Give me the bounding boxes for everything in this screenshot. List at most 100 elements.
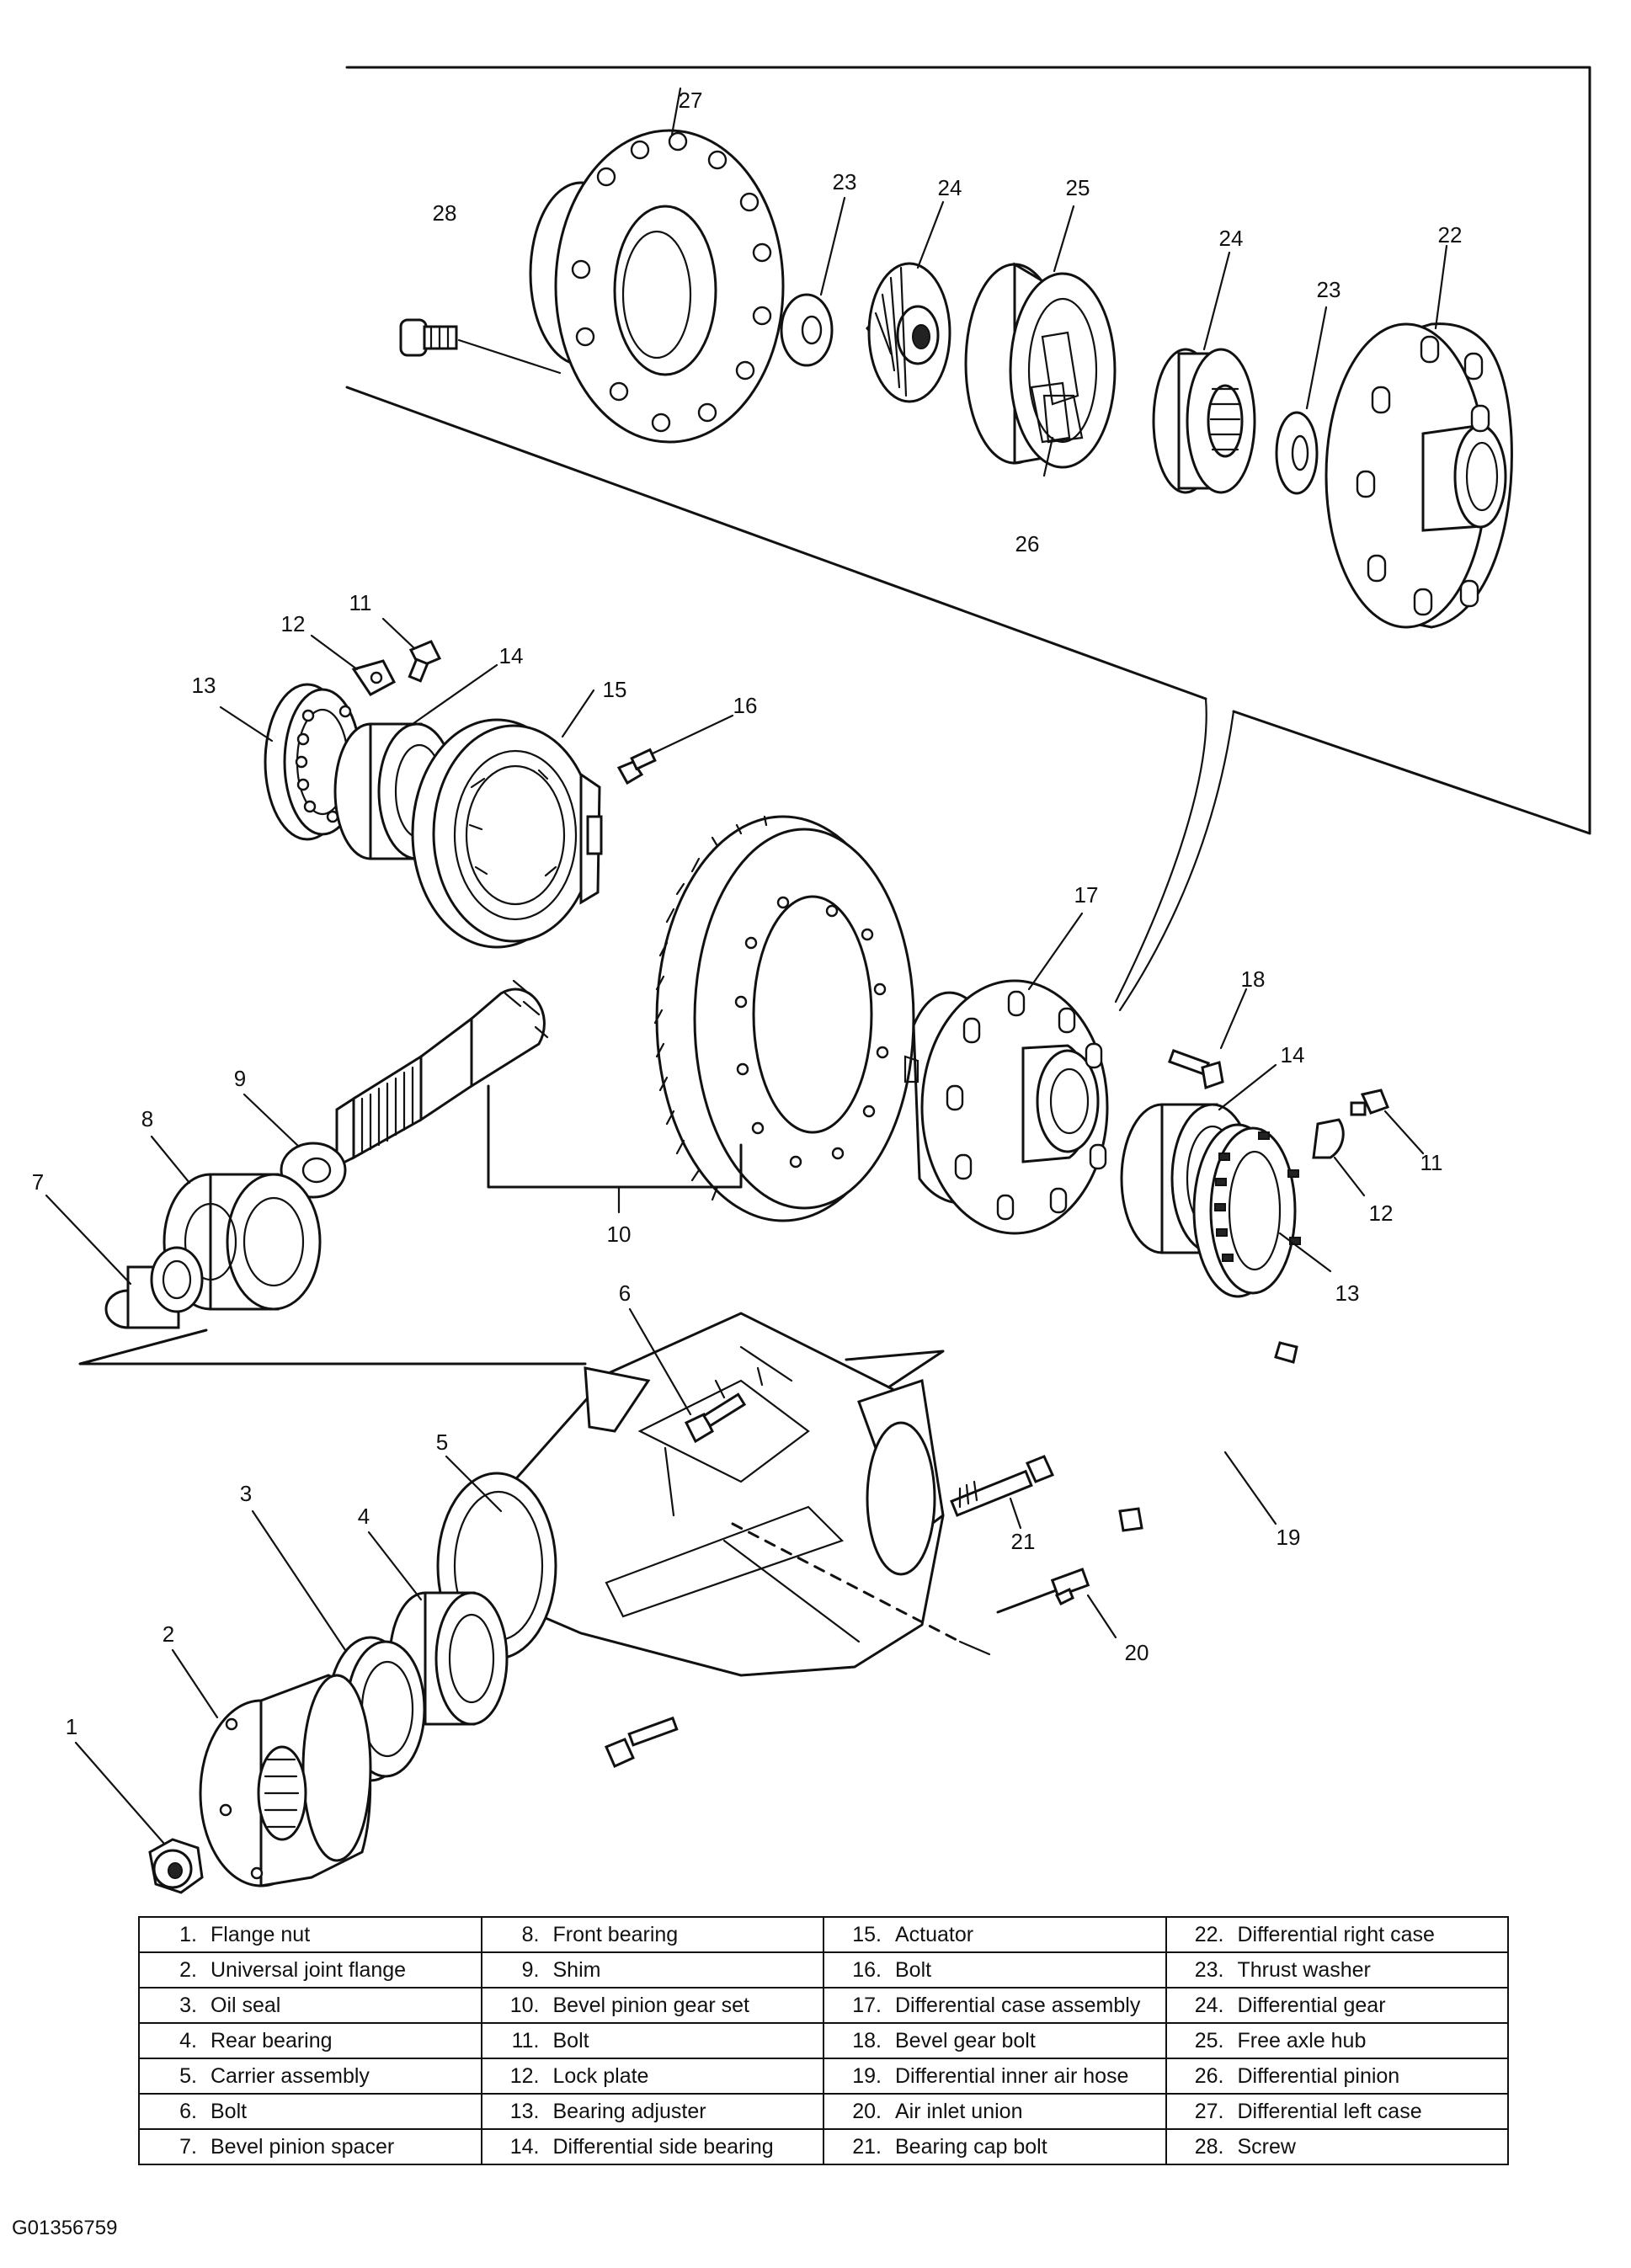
part-6-bolt-upper: [628, 1307, 747, 1444]
legend-cell: 11.Bolt: [480, 2022, 824, 2059]
part-2-uj-flange: [171, 1648, 372, 1887]
callout-11-left: 11: [349, 590, 372, 615]
legend-number: 7.: [179, 2134, 197, 2159]
legend-cell: 15.Actuator: [823, 1916, 1167, 1953]
part-22-right-case: [1325, 244, 1513, 629]
legend-cell: 24.Differential gear: [1165, 1987, 1509, 2024]
legend-number: 13.: [509, 2099, 540, 2123]
legend-number: 9.: [521, 1957, 540, 1982]
legend-cell: 1. Flange nut: [138, 1916, 482, 1953]
legend-label: Free axle hub: [1237, 2028, 1367, 2052]
callout-28: 28: [433, 200, 457, 226]
legend-cell: 16.Bolt: [823, 1951, 1167, 1988]
figure-id: G01356759: [12, 2217, 118, 2239]
legend-label: Differential right case: [1237, 1922, 1435, 1946]
part-7-pinion-spacer: [45, 1194, 204, 1329]
part-23-thrust-washer-right: [1275, 306, 1328, 495]
callout-18: 18: [1241, 966, 1266, 992]
legend-number: 15.: [852, 1922, 882, 1946]
legend-cell: 8.Front bearing: [480, 1916, 824, 1953]
legend-number: 5.: [179, 2063, 197, 2088]
legend-number: 14.: [509, 2134, 540, 2159]
callout-27: 27: [679, 88, 703, 113]
legend-cell: 22.Differential right case: [1165, 1916, 1509, 1953]
legend-label: Thrust washer: [1237, 1957, 1371, 1982]
legend-label: Differential side bearing: [552, 2134, 774, 2159]
legend-number: 25.: [1194, 2028, 1224, 2052]
part-12-lock-plate-left: [310, 634, 397, 696]
part-24-diff-gear-right: [1152, 251, 1256, 494]
part-24-diff-gear-left: [866, 200, 951, 403]
legend-cell: 12.Lock plate: [480, 2058, 824, 2095]
legend-label: Bearing adjuster: [552, 2099, 706, 2123]
legend-label: Carrier assembly: [211, 2063, 370, 2088]
callout-9: 9: [234, 1066, 246, 1091]
legend-cell: 3.Oil seal: [138, 1987, 482, 2024]
part-28-screw: [399, 318, 562, 375]
legend-label: Differential left case: [1237, 2099, 1422, 2123]
legend-label: Flange nut: [211, 1922, 311, 1946]
legend-cell: 23. Thrust washer: [1165, 1951, 1509, 1988]
part-11-bolt-right: [1350, 1089, 1425, 1155]
part-1-flange-nut: [74, 1741, 204, 1894]
callout-7: 7: [32, 1169, 44, 1195]
legend-cell: 9. Shim: [480, 1951, 824, 1988]
callout-8: 8: [141, 1106, 153, 1131]
callout-10: 10: [607, 1222, 632, 1247]
callout-14-left: 14: [499, 643, 524, 668]
legend-number: 28.: [1194, 2134, 1224, 2159]
callout-13-right: 13: [1335, 1280, 1360, 1306]
callout-6: 6: [619, 1280, 631, 1306]
legend-number: 20.: [852, 2099, 882, 2123]
legend-label: Bearing cap bolt: [895, 2134, 1047, 2159]
legend-cell: 13. Bearing adjuster: [480, 2093, 824, 2130]
callout-3: 3: [240, 1481, 252, 1506]
callout-19: 19: [1277, 1525, 1301, 1550]
legend-cell: 27. Differential left case: [1165, 2093, 1509, 2130]
callout-13-left: 13: [192, 673, 216, 698]
callout-23-left: 23: [833, 169, 857, 194]
legend-row: 7. Bevel pinion spacer 14. Differential sid…: [138, 2128, 1509, 2165]
part-17-case-assembly: [903, 697, 1235, 1235]
legend-cell: 28.Screw: [1165, 2128, 1509, 2165]
part-13-bearing-adjuster-right: [1192, 1123, 1332, 1298]
legend-label: Bevel pinion spacer: [211, 2134, 395, 2159]
callout-22: 22: [1438, 222, 1463, 248]
legend-label: Front bearing: [552, 1922, 679, 1946]
legend-label: Lock plate: [552, 2063, 649, 2088]
legend-number: 23.: [1194, 1957, 1224, 1982]
legend-number: 1.: [179, 1922, 197, 1946]
part-5-carrier: [436, 1312, 991, 1677]
part-25-free-axle-hub: [964, 205, 1117, 469]
legend-cell: 2.Universal joint flange: [138, 1951, 482, 1988]
legend-number: 18.: [852, 2028, 882, 2052]
legend-label: Rear bearing: [211, 2028, 333, 2052]
callout-5: 5: [436, 1429, 448, 1455]
callout-24-left: 24: [938, 175, 962, 200]
legend-number: 11.: [511, 2028, 540, 2052]
part-20-air-inlet-union: [996, 1568, 1117, 1639]
legend-number: 27.: [1194, 2099, 1224, 2123]
legend-number: 4.: [179, 2028, 197, 2052]
part-27-left-case: [529, 87, 785, 444]
legend-number: 3.: [179, 1993, 197, 2017]
legend-label: Shim: [552, 1957, 601, 1982]
legend-number: 10.: [509, 1993, 540, 2017]
legend-label: Air inlet union: [895, 2099, 1023, 2123]
callout-17: 17: [1074, 882, 1099, 908]
legend-number: 26.: [1194, 2063, 1224, 2088]
callout-4: 4: [358, 1504, 370, 1529]
callout-26: 26: [1015, 531, 1040, 556]
legend-label: Bevel pinion gear set: [552, 1993, 749, 2017]
callout-15: 15: [603, 677, 627, 702]
legend-cell: 4. Rear bearing: [138, 2022, 482, 2059]
legend-cell: 5. Carrier assembly: [138, 2058, 482, 2095]
legend-number: 6.: [179, 2099, 197, 2123]
callout-25: 25: [1066, 175, 1090, 200]
legend-label: Differential gear: [1237, 1993, 1386, 2017]
part-15-actuator: [411, 689, 603, 949]
